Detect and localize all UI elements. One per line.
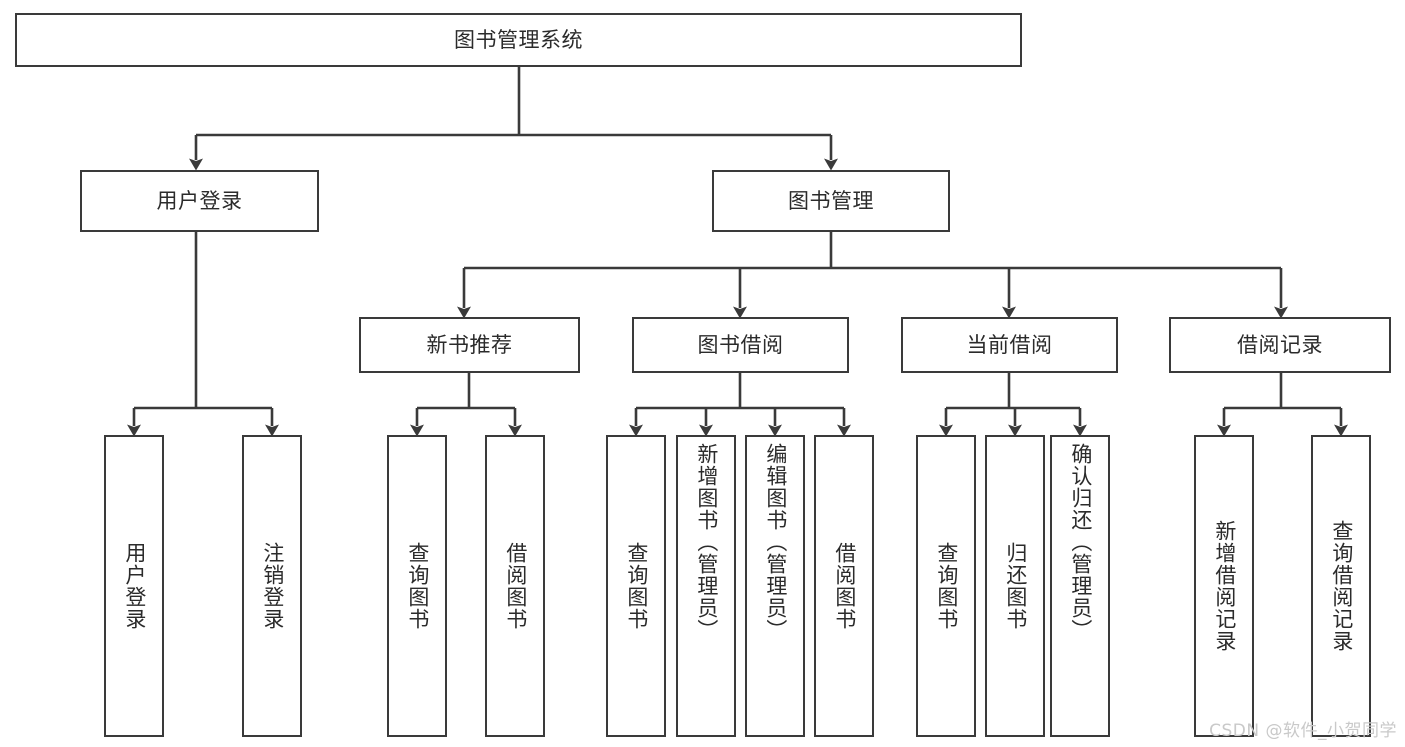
leaf-borrow-book-recommend[interactable]: 借阅图书 (485, 435, 545, 737)
node-borrow-record[interactable]: 借阅记录 (1169, 317, 1391, 373)
node-label: 归还图书 (1003, 542, 1028, 630)
leaf-borrow-book[interactable]: 借阅图书 (814, 435, 874, 737)
node-label: 借阅图书 (503, 542, 528, 630)
leaf-logout[interactable]: 注销登录 (242, 435, 302, 737)
leaf-query-borrow-record[interactable]: 查询借阅记录 (1311, 435, 1371, 737)
node-label: 新增借阅记录 (1212, 520, 1237, 652)
node-current-borrow[interactable]: 当前借阅 (901, 317, 1118, 373)
node-label: 图书管理系统 (454, 27, 583, 52)
node-label: 新书推荐 (426, 332, 513, 357)
node-label: 新增图书（管理员） (694, 443, 719, 641)
node-book-management[interactable]: 图书管理 (712, 170, 950, 232)
node-new-book-recommend[interactable]: 新书推荐 (359, 317, 580, 373)
csdn-watermark: CSDN @软件_小贺同学 (1209, 721, 1397, 741)
leaf-edit-book-admin[interactable]: 编辑图书（管理员） (745, 435, 805, 737)
leaf-add-book-admin[interactable]: 新增图书（管理员） (676, 435, 736, 737)
leaf-query-book-recommend[interactable]: 查询图书 (387, 435, 447, 737)
node-user-login[interactable]: 用户登录 (80, 170, 319, 232)
node-root-system[interactable]: 图书管理系统 (15, 13, 1022, 67)
node-label: 确认归还（管理员） (1068, 443, 1093, 641)
leaf-confirm-return-admin[interactable]: 确认归还（管理员） (1050, 435, 1110, 737)
leaf-query-book-current[interactable]: 查询图书 (916, 435, 976, 737)
node-label: 查询借阅记录 (1329, 520, 1354, 652)
node-book-borrow[interactable]: 图书借阅 (632, 317, 849, 373)
node-label: 查询图书 (934, 542, 959, 630)
node-label: 用户登录 (122, 542, 147, 630)
node-label: 当前借阅 (966, 332, 1053, 357)
node-label: 用户登录 (156, 188, 243, 213)
leaf-user-login[interactable]: 用户登录 (104, 435, 164, 737)
node-label: 查询图书 (405, 542, 430, 630)
node-label: 注销登录 (260, 542, 285, 630)
node-label: 查询图书 (624, 542, 649, 630)
node-label: 图书借阅 (697, 332, 784, 357)
node-label: 借阅记录 (1237, 332, 1323, 357)
leaf-return-book[interactable]: 归还图书 (985, 435, 1045, 737)
node-label: 图书管理 (788, 188, 874, 213)
leaf-query-book-borrow[interactable]: 查询图书 (606, 435, 666, 737)
leaf-add-borrow-record[interactable]: 新增借阅记录 (1194, 435, 1254, 737)
node-label: 编辑图书（管理员） (763, 443, 788, 641)
node-label: 借阅图书 (832, 542, 857, 630)
